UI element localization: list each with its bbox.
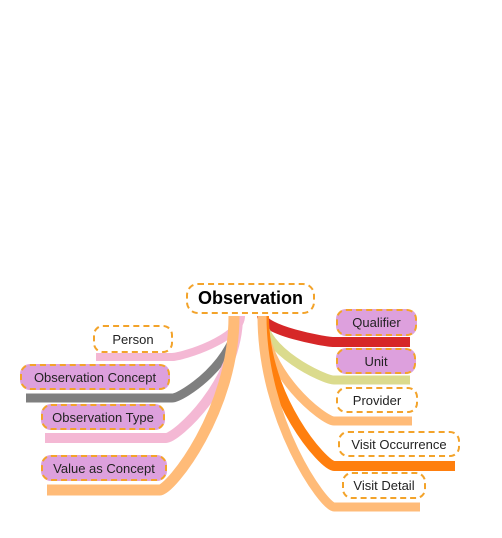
node-person[interactable]: Person (93, 325, 173, 353)
node-provider[interactable]: Provider (336, 387, 418, 413)
link-left-3 (47, 315, 240, 496)
node-label: Visit Detail (353, 478, 415, 493)
link-right-4 (257, 315, 420, 512)
node-label: Observation Type (52, 409, 154, 425)
node-observation[interactable]: Observation (186, 283, 315, 314)
node-observation-type[interactable]: Observation Type (41, 404, 165, 430)
node-visit-detail[interactable]: Visit Detail (342, 472, 426, 499)
node-label: Observation (197, 288, 304, 308)
node-label: Person (112, 331, 154, 347)
node-value-as-concept[interactable]: Value as Concept (41, 455, 167, 481)
node-label: Unit (364, 353, 388, 369)
node-observation-concept[interactable]: Observation Concept (20, 364, 170, 390)
node-label: Value as Concept (53, 460, 155, 476)
node-visit-occurrence[interactable]: Visit Occurrence (338, 431, 460, 457)
node-label: Visit Occurrence (351, 436, 447, 452)
node-label: Observation Concept (33, 369, 157, 385)
node-label: Qualifier (352, 315, 401, 330)
node-label: Provider (352, 392, 402, 408)
node-unit[interactable]: Unit (336, 348, 416, 374)
node-qualifier[interactable]: Qualifier (336, 309, 417, 336)
